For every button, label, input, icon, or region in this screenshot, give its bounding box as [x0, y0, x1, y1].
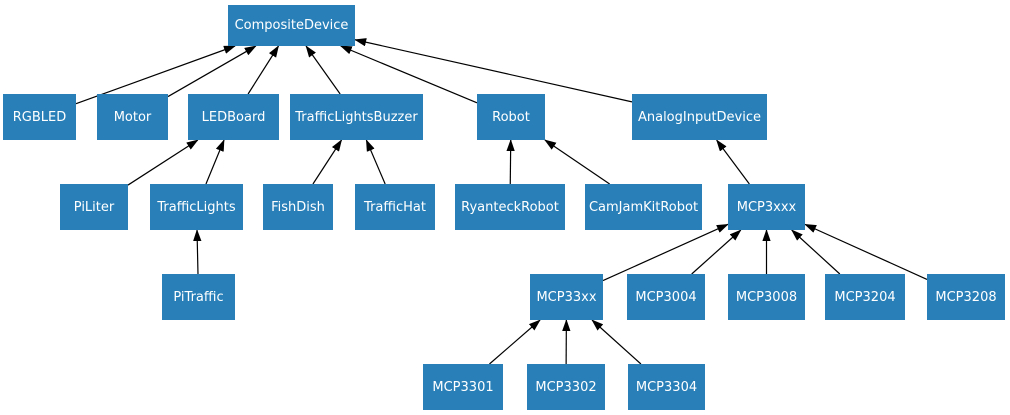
inheritance-edge — [602, 223, 729, 282]
node-mcp3204[interactable]: MCP3204 — [825, 274, 905, 320]
inheritance-edge — [127, 139, 199, 186]
inheritance-edge — [791, 229, 841, 275]
node-mcp3004[interactable]: MCP3004 — [627, 274, 705, 320]
node-trafficlightsbuzzer[interactable]: TrafficLightsBuzzer — [290, 94, 423, 140]
inheritance-edge — [205, 139, 225, 185]
inheritance-edge — [489, 319, 541, 365]
node-traffichat[interactable]: TrafficHat — [355, 184, 435, 230]
inheritance-edge — [365, 139, 386, 185]
node-mcp3302[interactable]: MCP3302 — [527, 364, 605, 410]
node-mcp3008[interactable]: MCP3008 — [728, 274, 805, 320]
inheritance-edge — [305, 45, 341, 95]
node-motor[interactable]: Motor — [97, 94, 168, 140]
node-piliter[interactable]: PiLiter — [60, 184, 128, 230]
inheritance-edge — [544, 139, 610, 185]
inheritance-edge — [804, 223, 928, 280]
node-ryanteckrobot[interactable]: RyanteckRobot — [455, 184, 565, 230]
node-mcp33xx[interactable]: MCP33xx — [530, 274, 603, 320]
node-rgbled[interactable]: RGBLED — [3, 94, 76, 140]
node-mcp3301[interactable]: MCP3301 — [423, 364, 503, 410]
node-mcp3xxx[interactable]: MCP3xxx — [728, 184, 805, 230]
node-pitraffic[interactable]: PiTraffic — [162, 274, 235, 320]
node-analoginputdevice[interactable]: AnalogInputDevice — [632, 94, 767, 140]
inheritance-edge — [354, 38, 633, 103]
inheritance-edge — [167, 45, 257, 98]
inheritance-edge — [716, 139, 750, 185]
node-compositedevice[interactable]: CompositeDevice — [228, 5, 355, 46]
inheritance-edge — [193, 229, 202, 275]
node-robot[interactable]: Robot — [477, 94, 545, 140]
node-ledboard[interactable]: LEDBoard — [188, 94, 279, 140]
node-mcp3208[interactable]: MCP3208 — [927, 274, 1005, 320]
node-camjamkitrobot[interactable]: CamJamKitRobot — [585, 184, 702, 230]
inheritance-edge — [591, 319, 642, 365]
inheritance-edge — [312, 139, 343, 185]
inheritance-edge — [247, 45, 280, 95]
node-fishdish[interactable]: FishDish — [263, 184, 333, 230]
node-trafficlights[interactable]: TrafficLights — [150, 184, 243, 230]
node-mcp3304[interactable]: MCP3304 — [628, 364, 705, 410]
inheritance-edge — [691, 229, 742, 275]
